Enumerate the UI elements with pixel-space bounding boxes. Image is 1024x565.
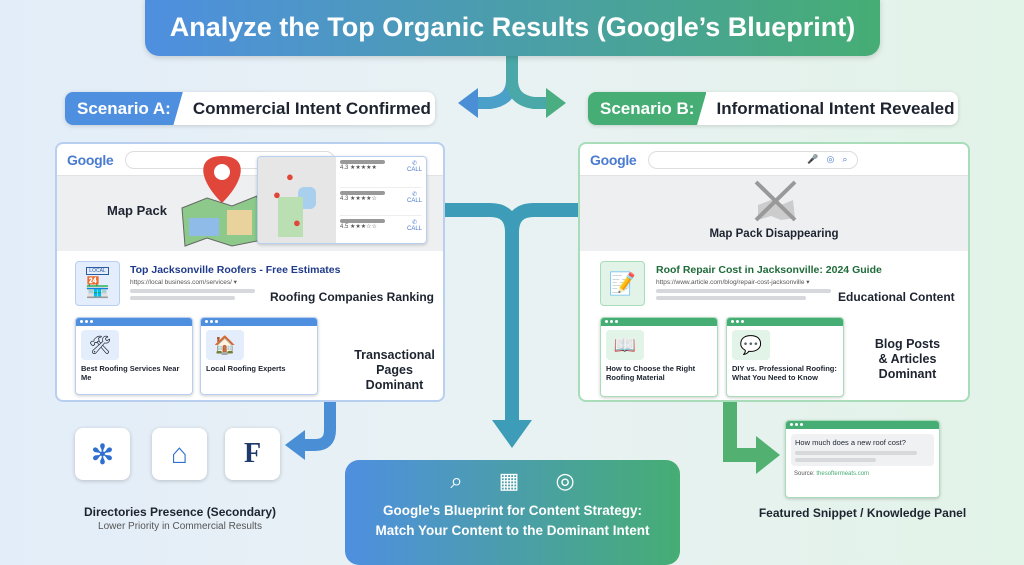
target-icon: ◎ [555, 468, 575, 493]
result-url: https://www.article.com/blog/repair-cost… [656, 279, 810, 286]
lens-icon: ◎ [826, 154, 835, 164]
scenario-b-label: Scenario B: [588, 92, 707, 125]
directories-sub: Lower Priority in Commercial Results [98, 521, 262, 532]
scenario-a-header: Scenario A: Commercial Intent Confirmed [65, 92, 435, 125]
google-logo: Google [67, 151, 114, 168]
featured-snippet-card: How much does a new roof cost? Source: t… [785, 420, 940, 498]
result-url: https://local business.com/services/ ▾ [130, 279, 237, 286]
transactional-label: Transactional Pages Dominant [354, 348, 435, 392]
search-input[interactable]: 🎤 ◎ ⌕ [648, 150, 859, 169]
blueprint-line1: Google's Blueprint for Content Strategy: [383, 503, 642, 518]
google-logo: Google [590, 151, 637, 168]
result-title-link[interactable]: Roof Repair Cost in Jacksonville: 2024 G… [656, 264, 882, 276]
map-pin-icon [181, 156, 263, 247]
scenario-a-text: Commercial Intent Confirmed [192, 98, 431, 118]
call-button[interactable]: ✆CALL [406, 192, 422, 204]
map-pack-section: Map Pack Disappearing [580, 176, 968, 251]
calendar-clock-icon: ▦ [498, 468, 520, 493]
map-pack-label: Map Pack [107, 203, 167, 218]
mini-map: ● ● ● [258, 157, 336, 243]
local-listings-panel: ● ● ● 4.3 ★★★★★✆CALL 4.3 ★★★★☆✆CALL 4.5 … [257, 156, 427, 244]
main-title: Analyze the Top Organic Results (Google’… [145, 0, 880, 56]
house-icon: 🏠 [206, 330, 244, 360]
page-card[interactable]: 🛠 Best Roofing Services Near Me [75, 317, 193, 395]
map-pack-section: Map Pack ● ● ● 4.3 ★★★★★✆CALL 4.3 ★★★★☆✆… [57, 156, 443, 251]
snippet-question: How much does a new roof cost? [795, 438, 906, 447]
educational-label: Educational Content [838, 290, 955, 304]
home-check-icon: ⌂ [152, 428, 207, 480]
listing[interactable]: 4.3 ★★★★☆✆CALL [340, 188, 422, 216]
brain-search-icon: ⌕ [450, 468, 463, 493]
yelp-icon: ✻ [75, 428, 130, 480]
ranking-label: Roofing Companies Ranking [270, 290, 435, 304]
forbes-icon: F [225, 428, 280, 480]
snippet-label: Featured Snippet / Knowledge Panel [758, 506, 967, 520]
blueprint-box: ⌕ ▦ ◎ Google's Blueprint for Content Strat… [345, 460, 680, 565]
directories-label: Directories Presence (Secondary) [83, 505, 277, 519]
scenario-b-serp: Google 🎤 ◎ ⌕ Map Pack Disappearing 📝 Roof … [578, 142, 970, 402]
blog-posts-label: Blog Posts & Articles Dominant [874, 337, 941, 381]
storefront-icon: LOCAL🏪 [75, 261, 120, 306]
call-button[interactable]: ✆CALL [406, 161, 422, 173]
tools-icon: 🛠 [81, 330, 119, 360]
snippet-source-link[interactable]: thesoftermeats.com [816, 471, 870, 477]
scenario-a-label: Scenario A: [65, 92, 183, 125]
listing[interactable]: 4.3 ★★★★★✆CALL [340, 160, 422, 188]
map-pack-disappearing-label: Map Pack Disappearing [709, 228, 839, 240]
call-button[interactable]: ✆CALL [406, 220, 422, 232]
crossed-map-icon [754, 180, 797, 222]
scenario-a-serp: Google Map Pack ● ● ● 4.3 ★★★★★✆CALL 4.3… [55, 142, 445, 402]
scenario-b-text: Informational Intent Revealed [716, 98, 955, 118]
speech-bubble-icon: 💬 [732, 330, 770, 360]
result-title-link[interactable]: Top Jacksonville Roofers - Free Estimate… [130, 264, 341, 276]
page-card[interactable]: 🏠 Local Roofing Experts [200, 317, 318, 395]
book-icon: 📖 [606, 330, 644, 360]
page-card[interactable]: 💬 DIY vs. Professional Roofing: What You… [726, 317, 844, 397]
mic-icon: 🎤 [807, 154, 819, 164]
google-search-bar: Google 🎤 ◎ ⌕ [580, 144, 968, 176]
listing[interactable]: 4.5 ★★★☆☆✆CALL [340, 216, 422, 242]
page-card[interactable]: 📖 How to Choose the Right Roofing Materi… [600, 317, 718, 397]
article-edit-icon: 📝 [600, 261, 645, 306]
scenario-b-header: Scenario B: Informational Intent Reveale… [588, 92, 958, 125]
search-icon: ⌕ [842, 154, 848, 164]
blueprint-line2: Match Your Content to the Dominant Inten… [375, 523, 650, 538]
